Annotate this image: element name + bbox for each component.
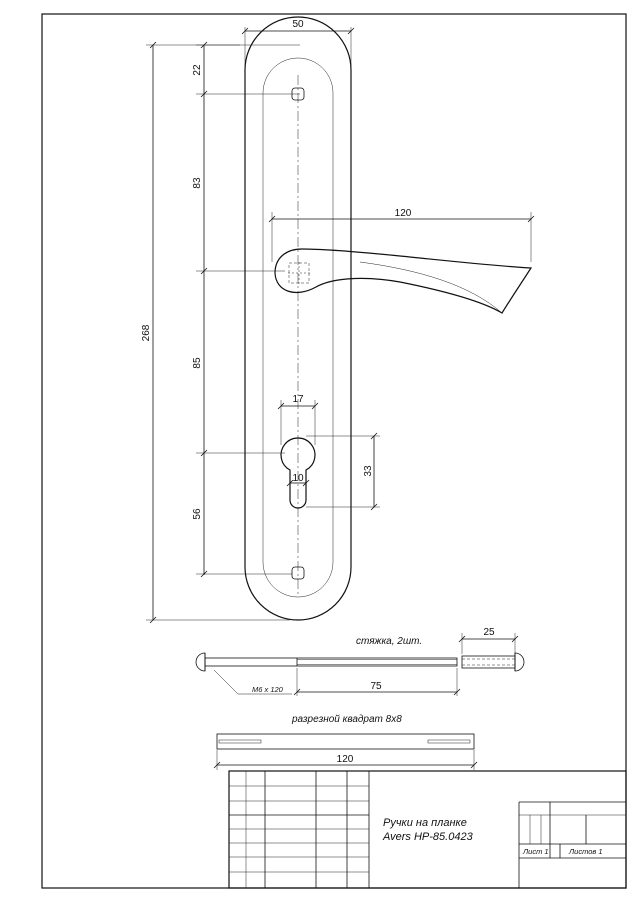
sheet-frame (41, 13, 627, 889)
thread-note: M6 x 120 (252, 685, 284, 694)
total-height-dimension (146, 41, 290, 624)
dim-gap-83: 83 (192, 177, 203, 189)
plate (244, 16, 352, 621)
thread-length-dimension (293, 668, 461, 696)
screw-note: стяжка, 2шт. (356, 636, 422, 647)
title-block (228, 770, 627, 889)
vertical-dimension-chain (196, 41, 300, 578)
title-line-1: Ручки на планке (383, 817, 467, 829)
lever-length-dimension (268, 212, 535, 262)
sheets-label: Листов 1 (568, 847, 603, 856)
dim-gap-85: 85 (192, 357, 203, 369)
width-dimension (241, 27, 355, 66)
dim-cylinder-17: 17 (292, 394, 304, 405)
cylinder-width-dimension (277, 400, 319, 445)
dim-screw-25: 25 (483, 627, 495, 638)
short-screw (461, 652, 525, 672)
cylinder-slot-dimension (286, 479, 310, 487)
square-note: разрезной квадрат 8x8 (291, 714, 402, 725)
dim-width-50: 50 (292, 19, 304, 30)
short-screw-dimension (458, 633, 519, 654)
sheet-label: Лист 1 (522, 847, 549, 856)
long-screw (195, 652, 458, 695)
dim-gap-56: 56 (192, 508, 203, 520)
dim-top-22: 22 (192, 64, 203, 76)
title-line-2: Avers HP-85.0423 (382, 831, 474, 843)
dim-thread-75: 75 (370, 681, 382, 692)
dim-lever-120: 120 (395, 208, 412, 219)
bottom-screw-hole (291, 566, 305, 580)
cylinder-cutout (280, 437, 316, 509)
dim-cylinder-33: 33 (363, 465, 374, 477)
dim-slot-10: 10 (292, 473, 304, 484)
lever-handle (274, 248, 533, 314)
cylinder-height-dimension (306, 432, 380, 511)
dim-total-268: 268 (141, 324, 152, 341)
dim-bar-120: 120 (337, 754, 354, 765)
square-bar (213, 733, 478, 770)
